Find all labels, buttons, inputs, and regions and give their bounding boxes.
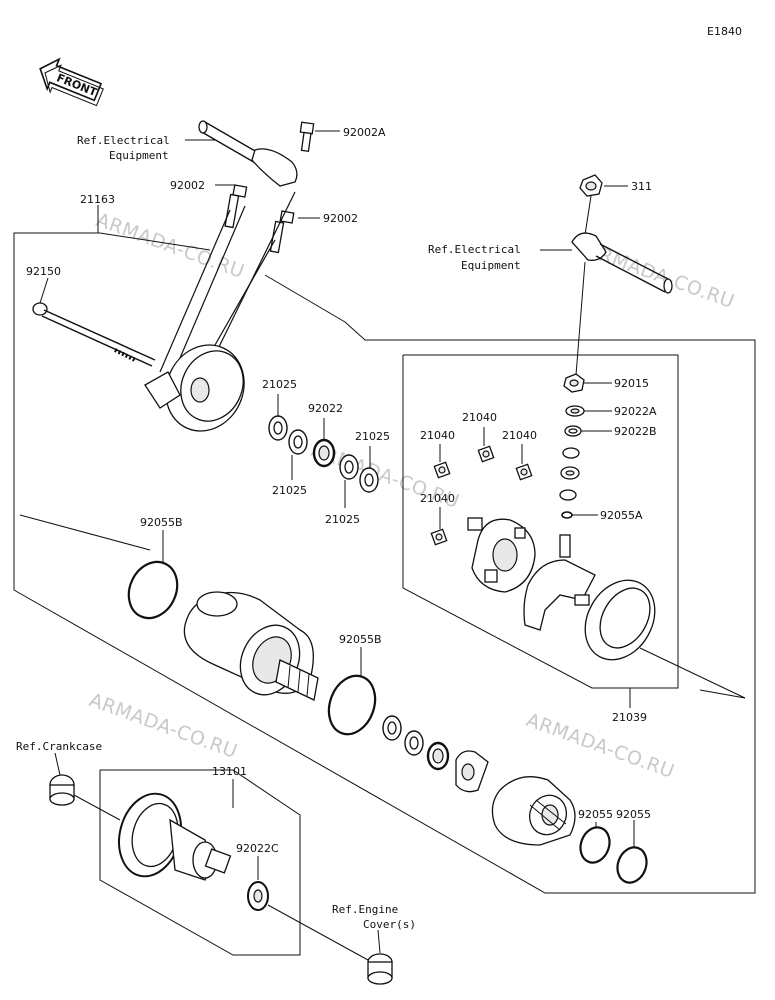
washer-stack-lower (382, 715, 489, 793)
part-label-92002-b: 92002 (323, 212, 358, 225)
part-label-21039: 21039 (612, 711, 647, 724)
nut-311 (579, 174, 603, 197)
brush-holder-ring (584, 579, 656, 661)
reference-labels: Ref.Electrical Equipment Ref.Electrical … (16, 134, 521, 931)
part-label-311: 311 (631, 180, 652, 193)
leader-lines (39, 130, 635, 954)
rear-end-cover (144, 191, 296, 432)
outline-segment-top (99, 232, 211, 251)
part-label-92002-a: 92002 (170, 179, 205, 192)
ref-electrical-1-line1: Ref.Electrical (77, 134, 170, 147)
front-arrow-icon: FRONT (39, 57, 104, 107)
ref-electrical-1-line2: Equipment (109, 149, 169, 162)
leader-nut-to-terminal (584, 195, 592, 236)
watermark-5: ARMADA-CO.RU (523, 709, 677, 783)
axis-line-right-2 (699, 689, 746, 699)
leader-cover-axis (267, 904, 369, 961)
front-end-cover (491, 776, 576, 846)
brush-21040-b (477, 445, 495, 463)
o-ring-92055B-right (327, 674, 377, 736)
part-label-92055-b: 92055 (616, 808, 651, 821)
ref-electrical-2-line1: Ref.Electrical (428, 243, 521, 256)
crankcase-bushing (49, 774, 75, 806)
ref-engine-cover-line1: Ref.Engine (332, 903, 398, 916)
brush-21040-c (515, 463, 533, 481)
part-label-92055-a: 92055 (578, 808, 613, 821)
starter-clutch-gear (118, 792, 232, 881)
brush-21040-a (433, 461, 451, 479)
bolt-92002-left (224, 184, 248, 229)
ref-crankcase: Ref.Crankcase (16, 740, 102, 753)
assembly-outline-21039 (402, 354, 679, 689)
part-label-92055B-b: 92055B (339, 633, 382, 646)
part-label-92015: 92015 (614, 377, 649, 390)
watermarks: ARMADA-CO.RU ARMADA-CO.RU ARMADA-CO.RU A… (86, 209, 737, 783)
part-label-21025-c: 21025 (272, 484, 307, 497)
watermark-1: ARMADA-CO.RU (93, 209, 247, 283)
brush-terminal-holder (523, 534, 596, 631)
o-ring-92055B-left (127, 560, 179, 620)
watermark-4: ARMADA-CO.RU (86, 689, 240, 763)
assembly-outline-21163 (13, 232, 756, 894)
diagram-id: E1840 (707, 25, 742, 38)
brush-plate (467, 517, 536, 593)
part-label-21025-b: 21025 (355, 430, 390, 443)
ref-engine-cover-line2: Cover(s) (363, 918, 416, 931)
part-label-21040-a: 21040 (462, 411, 497, 424)
ref-electrical-2-line2: Equipment (461, 259, 521, 272)
leader-terminal-to-stack (575, 261, 586, 376)
part-label-21025-a: 21025 (262, 378, 297, 391)
part-label-92002A: 92002A (343, 126, 386, 139)
part-label-92022C: 92022C (236, 842, 279, 855)
axis-line-left (19, 514, 151, 551)
part-label-21040-c: 21040 (502, 429, 537, 442)
part-label-21040-b: 21040 (420, 429, 455, 442)
electrical-cable-1 (198, 120, 298, 187)
electrical-cable-2 (571, 232, 673, 294)
part-label-92022B: 92022B (614, 425, 657, 438)
part-label-13101: 13101 (212, 765, 247, 778)
engine-cover-bushing (367, 953, 393, 985)
through-bolt-92150 (32, 302, 156, 367)
o-ring-92055-b (616, 846, 648, 884)
part-label-92055B-a: 92055B (140, 516, 183, 529)
o-ring-92055-a (579, 826, 611, 864)
part-label-21163: 21163 (80, 193, 115, 206)
washer-92022C (247, 881, 269, 911)
starter-yoke-armature (183, 591, 319, 701)
watermark-2: ARMADA-CO.RU (583, 239, 737, 313)
part-label-21025-d: 21025 (325, 513, 360, 526)
part-label-92150: 92150 (26, 265, 61, 278)
bolt-92002A (299, 121, 315, 153)
part-number-labels: 92002A 92002 92002 21163 92150 311 92015… (26, 126, 657, 855)
terminal-hardware-stack (559, 373, 585, 519)
part-label-21040-d: 21040 (420, 492, 455, 505)
part-label-92022: 92022 (308, 402, 343, 415)
leader-bushing-axis (73, 794, 121, 821)
part-label-92055A: 92055A (600, 509, 643, 522)
part-label-92022A: 92022A (614, 405, 657, 418)
outline-segment-mid (264, 274, 346, 323)
brush-21040-d (430, 528, 448, 546)
assembly-outline-13101 (99, 769, 301, 956)
axis-line-right (639, 647, 746, 699)
